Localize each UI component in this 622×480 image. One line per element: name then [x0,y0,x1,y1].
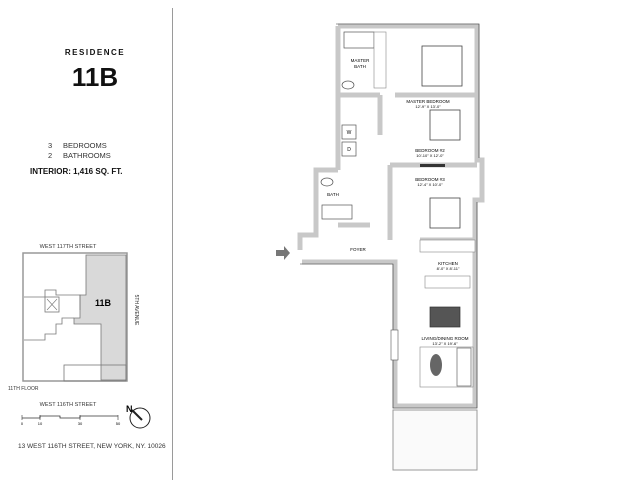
toilet-icon [320,177,334,187]
scale-bar: 0 10 30 50 [21,415,121,426]
floor-label: 11TH FLOOR [8,386,39,392]
svg-text:10: 10 [38,421,43,426]
closet-rod [420,164,445,167]
master-bedroom-label: MASTER BEDROOM [406,99,450,104]
bed-3 [429,197,461,229]
sofa [456,347,472,387]
living-dining-label: LIVING/DINING ROOM [421,336,468,341]
bathtub [321,204,353,220]
svg-text:12'-4" X 10'-0": 12'-4" X 10'-0" [417,182,443,187]
terrace-outline [63,364,127,382]
kitchen-label: KITCHEN [438,261,458,266]
svg-text:BATH: BATH [354,64,366,69]
svg-text:30: 30 [78,421,83,426]
bath-label: BATH [327,192,339,197]
kitchen-counter [419,239,476,253]
svg-text:10'-10" X 12'-0": 10'-10" X 12'-0" [416,153,444,158]
dryer [341,141,357,157]
key-plan: WEST 117TH STREET 11B 5TH AVENUE 11TH FL… [8,244,151,429]
svg-text:0: 0 [21,421,24,426]
east-street-label: 5TH AVENUE [133,295,139,326]
master-bed [421,45,463,87]
terrace [392,409,478,471]
bathrooms-count: 2 [48,151,53,160]
foyer-label: FOYER [350,247,366,252]
media-console [390,329,399,361]
closet [373,31,387,89]
address: 13 WEST 116TH STREET, NEW YORK, NY. 1002… [18,443,166,450]
svg-text:8'-0" X 8'-11": 8'-0" X 8'-11" [437,266,460,271]
svg-text:N: N [126,404,133,414]
bedrooms-count: 3 [48,141,53,150]
svg-text:13'-2" X 19'-6": 13'-2" X 19'-6" [432,341,458,346]
arrow-right-icon [276,246,290,260]
key-plan-unit-label: 11B [95,298,112,308]
bedroom-2-label: BEDROOM #2 [415,148,445,153]
interior-area: INTERIOR: 1,416 SQ. FT. [30,167,123,176]
kitchen-island [424,275,471,289]
unit-number: 11B [71,62,119,92]
toilet-icon [341,80,355,90]
bathrooms-label: BATHROOMS [63,151,111,160]
residence-label: RESIDENCE [64,48,126,57]
svg-text:W: W [347,130,352,136]
svg-text:12'-9" X 13'-0": 12'-9" X 13'-0" [415,104,441,109]
floor-wall [24,317,74,341]
bedroom-3-label: BEDROOM #3 [415,177,445,182]
washer [341,124,357,140]
unit-11b-highlight [73,254,127,381]
divider [172,8,173,480]
elevator-core [44,296,60,313]
dining-table [429,306,461,328]
svg-text:D: D [347,147,351,153]
svg-text:50: 50 [116,421,121,426]
south-street-label: WEST 116TH STREET [40,402,97,408]
bedrooms-label: BEDROOMS [63,141,107,150]
north-arrow-icon: N [126,404,151,429]
coffee-table [430,354,442,376]
floor-wall [24,289,81,310]
shower [343,31,375,49]
floor-plan: MASTER BATH MASTER BEDROOM 12'-9" X 13'-… [276,23,485,471]
north-street-label: WEST 117TH STREET [40,244,97,250]
master-bath-label: MASTER [351,58,371,63]
bed-2 [429,109,461,141]
